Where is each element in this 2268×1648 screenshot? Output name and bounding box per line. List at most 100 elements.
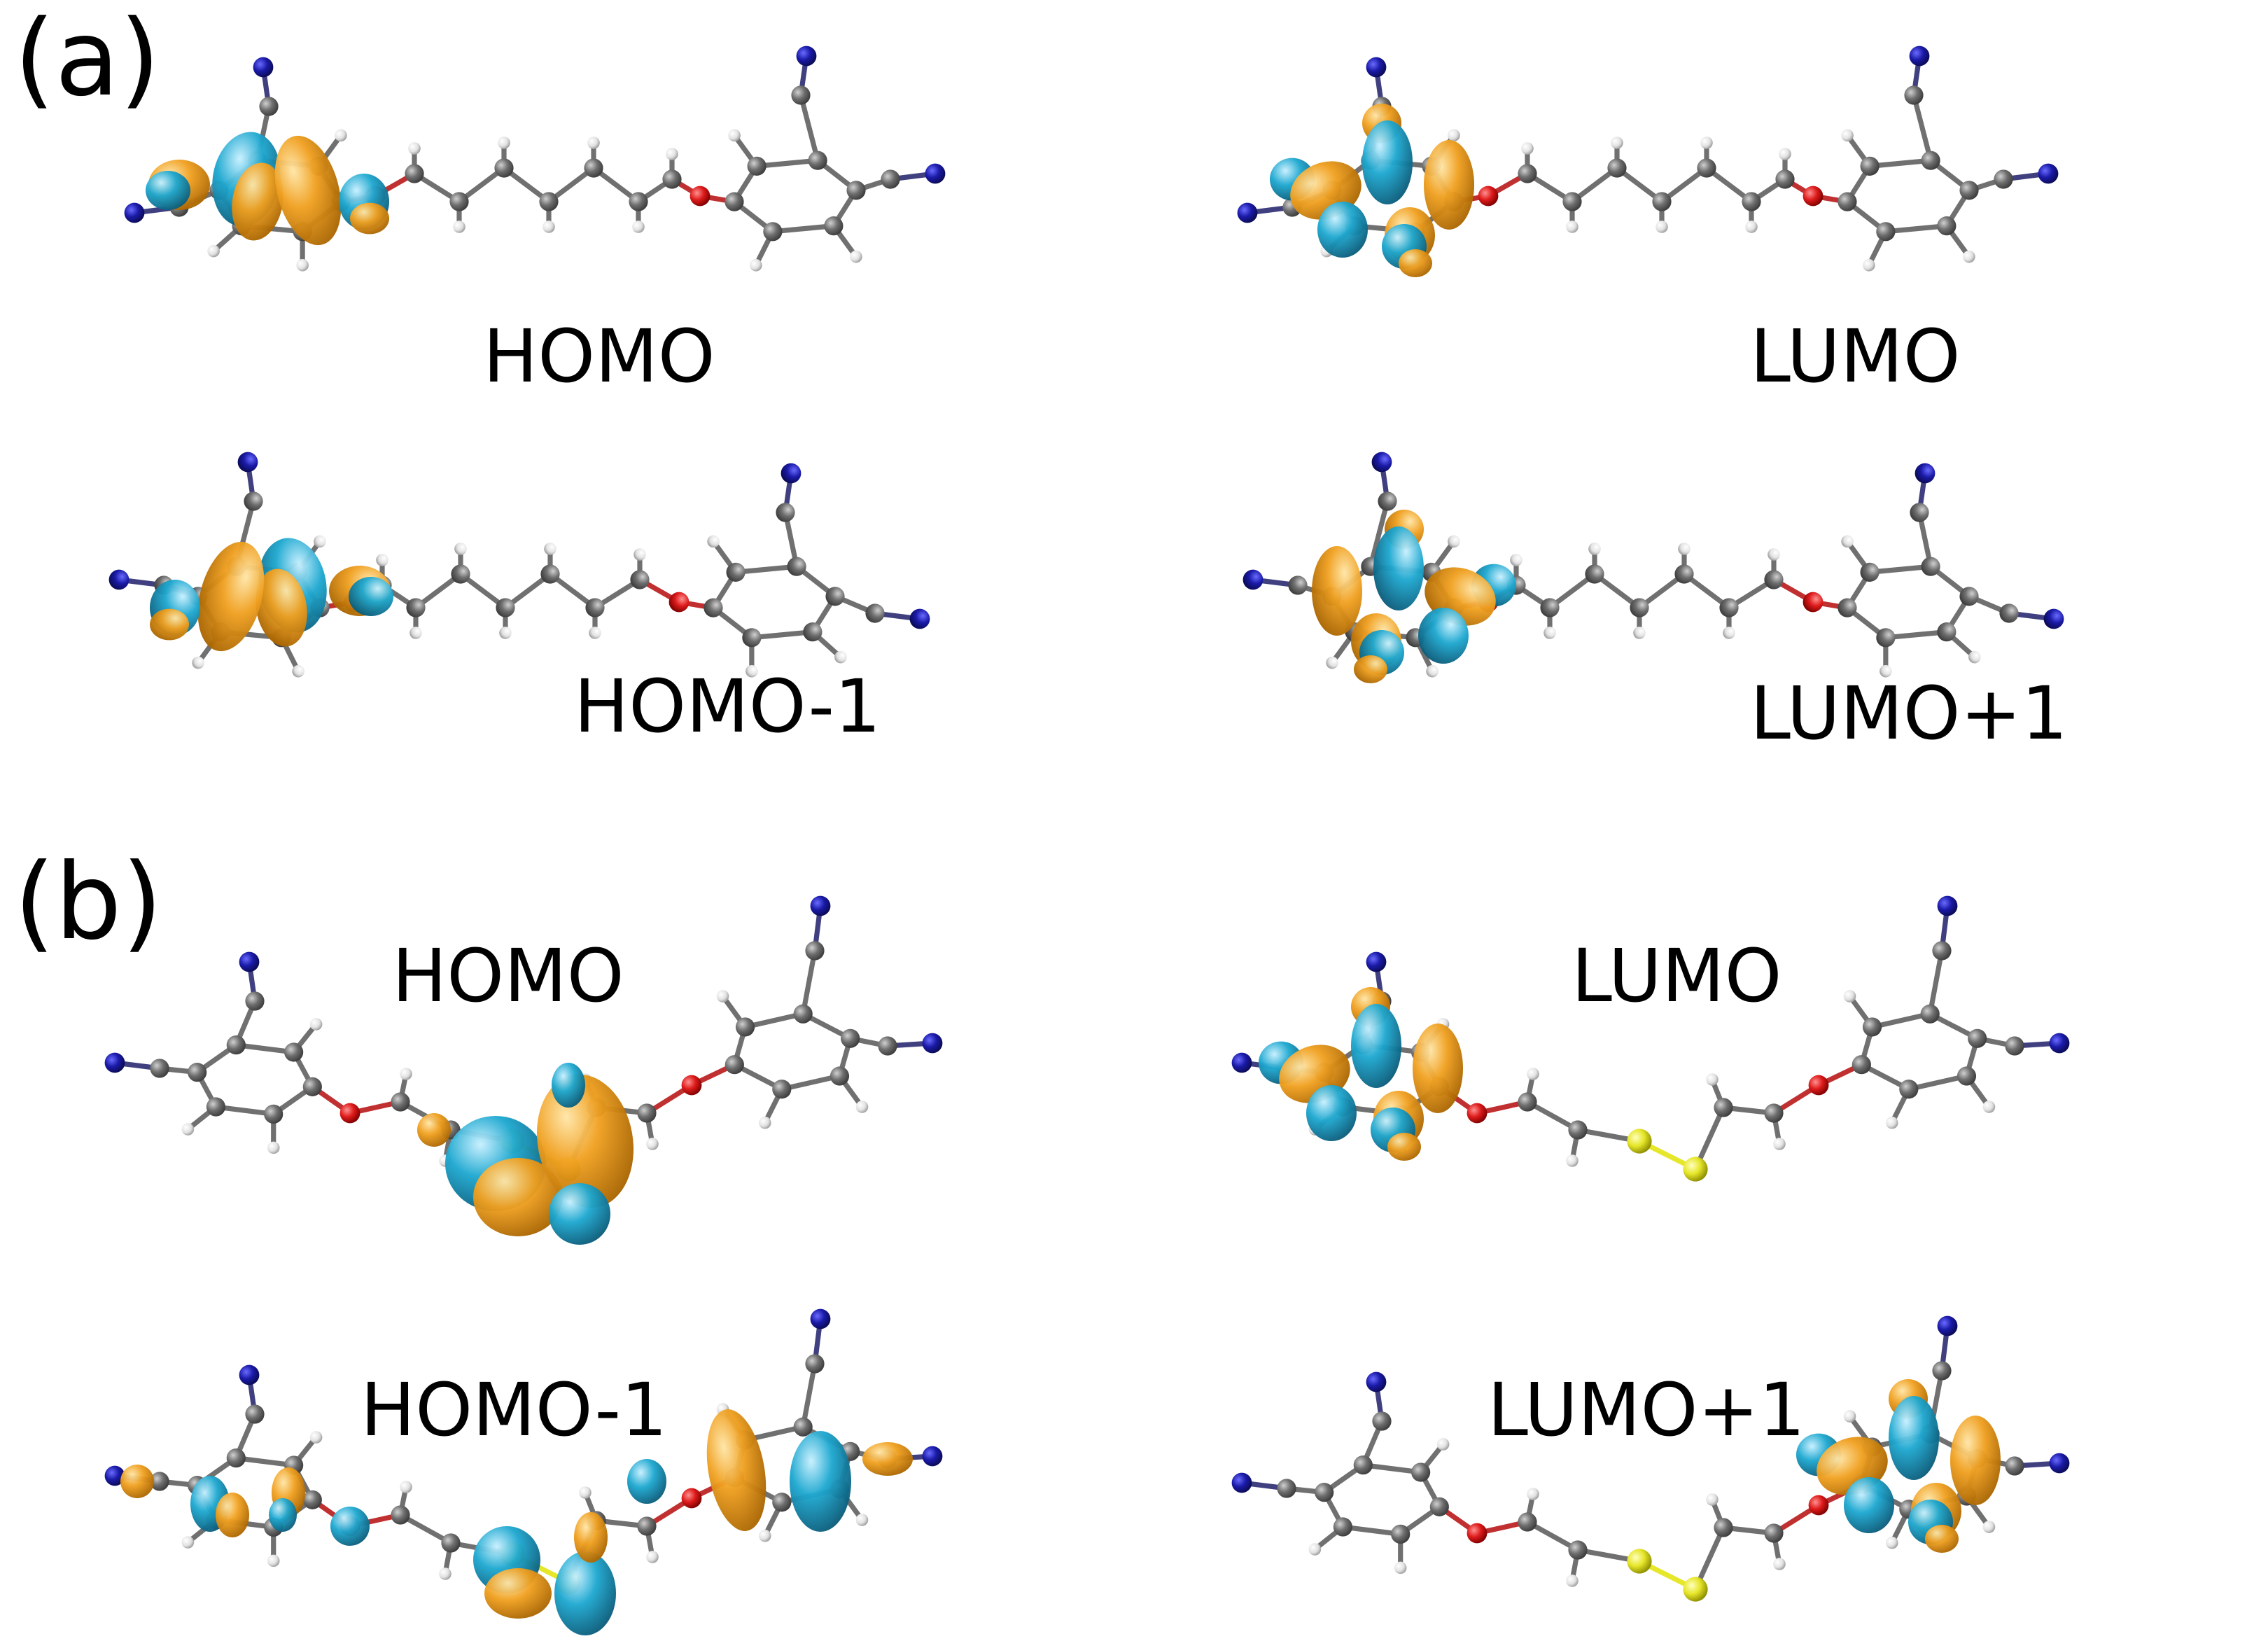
atom-C <box>629 192 648 211</box>
atom-H <box>400 1481 412 1493</box>
bond <box>742 1011 806 1030</box>
atom-C <box>1876 628 1896 648</box>
atom-C <box>1652 192 1672 211</box>
atom-H <box>1448 129 1460 142</box>
orbital-lobes-front <box>146 132 389 246</box>
atom-C <box>1742 192 1761 211</box>
orbital-lobe-positive <box>274 135 342 246</box>
atom-C <box>1999 603 2019 623</box>
orbital-lobe-negative <box>146 171 190 210</box>
atom-C <box>1568 1540 1588 1560</box>
atom-H <box>1768 548 1780 561</box>
atom-H <box>1863 258 1875 272</box>
orbital-lobes-front <box>417 1063 634 1245</box>
atom-H <box>758 1529 771 1542</box>
orbital-lobe-negative <box>349 577 393 616</box>
orbital-lobe-negative <box>1351 1004 1401 1088</box>
orbital-label: HOMO-1 <box>574 664 881 749</box>
atom-O <box>340 1103 360 1124</box>
atom-N <box>1937 895 1958 916</box>
atom-C <box>1353 1455 1373 1475</box>
atom-C <box>1899 1080 1919 1099</box>
atom-O <box>1808 1495 1829 1516</box>
atom-H <box>1879 664 1892 678</box>
atom-O <box>1466 1103 1488 1124</box>
atom-H <box>1566 1574 1578 1587</box>
atom-C <box>793 1004 813 1024</box>
atom-H <box>1326 656 1338 669</box>
atom-N <box>810 1308 831 1329</box>
orbital-lobe-positive <box>255 568 307 647</box>
orbital-lobe-positive <box>232 162 284 241</box>
orbital-lobe-positive <box>1354 655 1387 683</box>
atom-C <box>791 85 811 105</box>
atom-C <box>1288 575 1308 595</box>
orbital-lobe-negative <box>269 1498 297 1532</box>
atom-C <box>1764 1523 1784 1543</box>
atom-S <box>1627 1129 1652 1154</box>
atom-H <box>579 1486 592 1499</box>
atom-C <box>1714 1098 1733 1117</box>
orbital-lobe-negative <box>552 1063 585 1108</box>
orbital-lobe-positive <box>1413 1024 1463 1113</box>
atom-O <box>1466 1523 1488 1544</box>
orbital-lobes-front <box>120 1409 913 1635</box>
atom-C <box>772 1493 792 1512</box>
atom-C <box>1674 564 1694 584</box>
atom-H <box>1706 1493 1718 1506</box>
atom-N <box>925 163 946 184</box>
atom-N <box>780 463 802 484</box>
atom-C <box>1920 1004 1940 1024</box>
atom-C <box>865 603 885 623</box>
atom-O <box>668 592 690 613</box>
atom-C <box>245 991 265 1011</box>
orbital-lobe-positive <box>1387 1133 1421 1161</box>
atom-C <box>772 1080 792 1099</box>
atom-H <box>707 535 720 548</box>
atom-H <box>1963 250 1975 263</box>
atom-H <box>192 656 204 669</box>
atom-H <box>542 221 555 233</box>
bond <box>1883 629 1949 641</box>
atom-C <box>1837 598 1857 617</box>
atom-C <box>808 151 827 170</box>
atom-N <box>1366 57 1387 78</box>
atom-C <box>1921 557 1940 576</box>
atom-C <box>1937 622 1956 642</box>
atom-H <box>634 548 646 561</box>
atom-C <box>259 97 279 116</box>
orbital-homo <box>124 46 946 272</box>
atom-C <box>747 156 766 176</box>
bond <box>770 223 836 235</box>
orbital-lobe-positive <box>1950 1416 2001 1505</box>
atom-H <box>1773 1558 1786 1570</box>
orbital-lobes-front <box>1259 987 1463 1161</box>
orbital-lobes-front <box>1796 1379 2001 1553</box>
atom-H <box>758 1116 771 1129</box>
orbital-lobe-negative <box>1317 202 1368 258</box>
atom-H <box>589 627 601 639</box>
atom-H <box>400 1068 412 1080</box>
bond <box>749 629 816 641</box>
atom-C <box>1518 1512 1537 1532</box>
orbital-lobes-front <box>149 538 393 652</box>
atom-N <box>104 1465 125 1486</box>
bond <box>754 158 820 169</box>
atom-C <box>206 1097 225 1117</box>
atom-C <box>763 222 783 242</box>
orbital-label: HOMO <box>483 314 715 399</box>
bond <box>213 1104 276 1117</box>
orbital-label: LUMO <box>1750 314 1960 399</box>
orbital-lobe-positive <box>197 541 265 652</box>
orbital-lobe-negative <box>1306 1085 1357 1141</box>
atom-H <box>453 221 465 233</box>
atom-O <box>1802 592 1823 613</box>
orbital-lobe-positive <box>417 1113 451 1147</box>
atom-O <box>1808 1075 1829 1096</box>
atom-H <box>335 129 347 142</box>
atom-C <box>1714 1518 1733 1537</box>
orbital-lumoplus1 <box>1231 1315 2070 1602</box>
atom-C <box>1391 1524 1410 1544</box>
